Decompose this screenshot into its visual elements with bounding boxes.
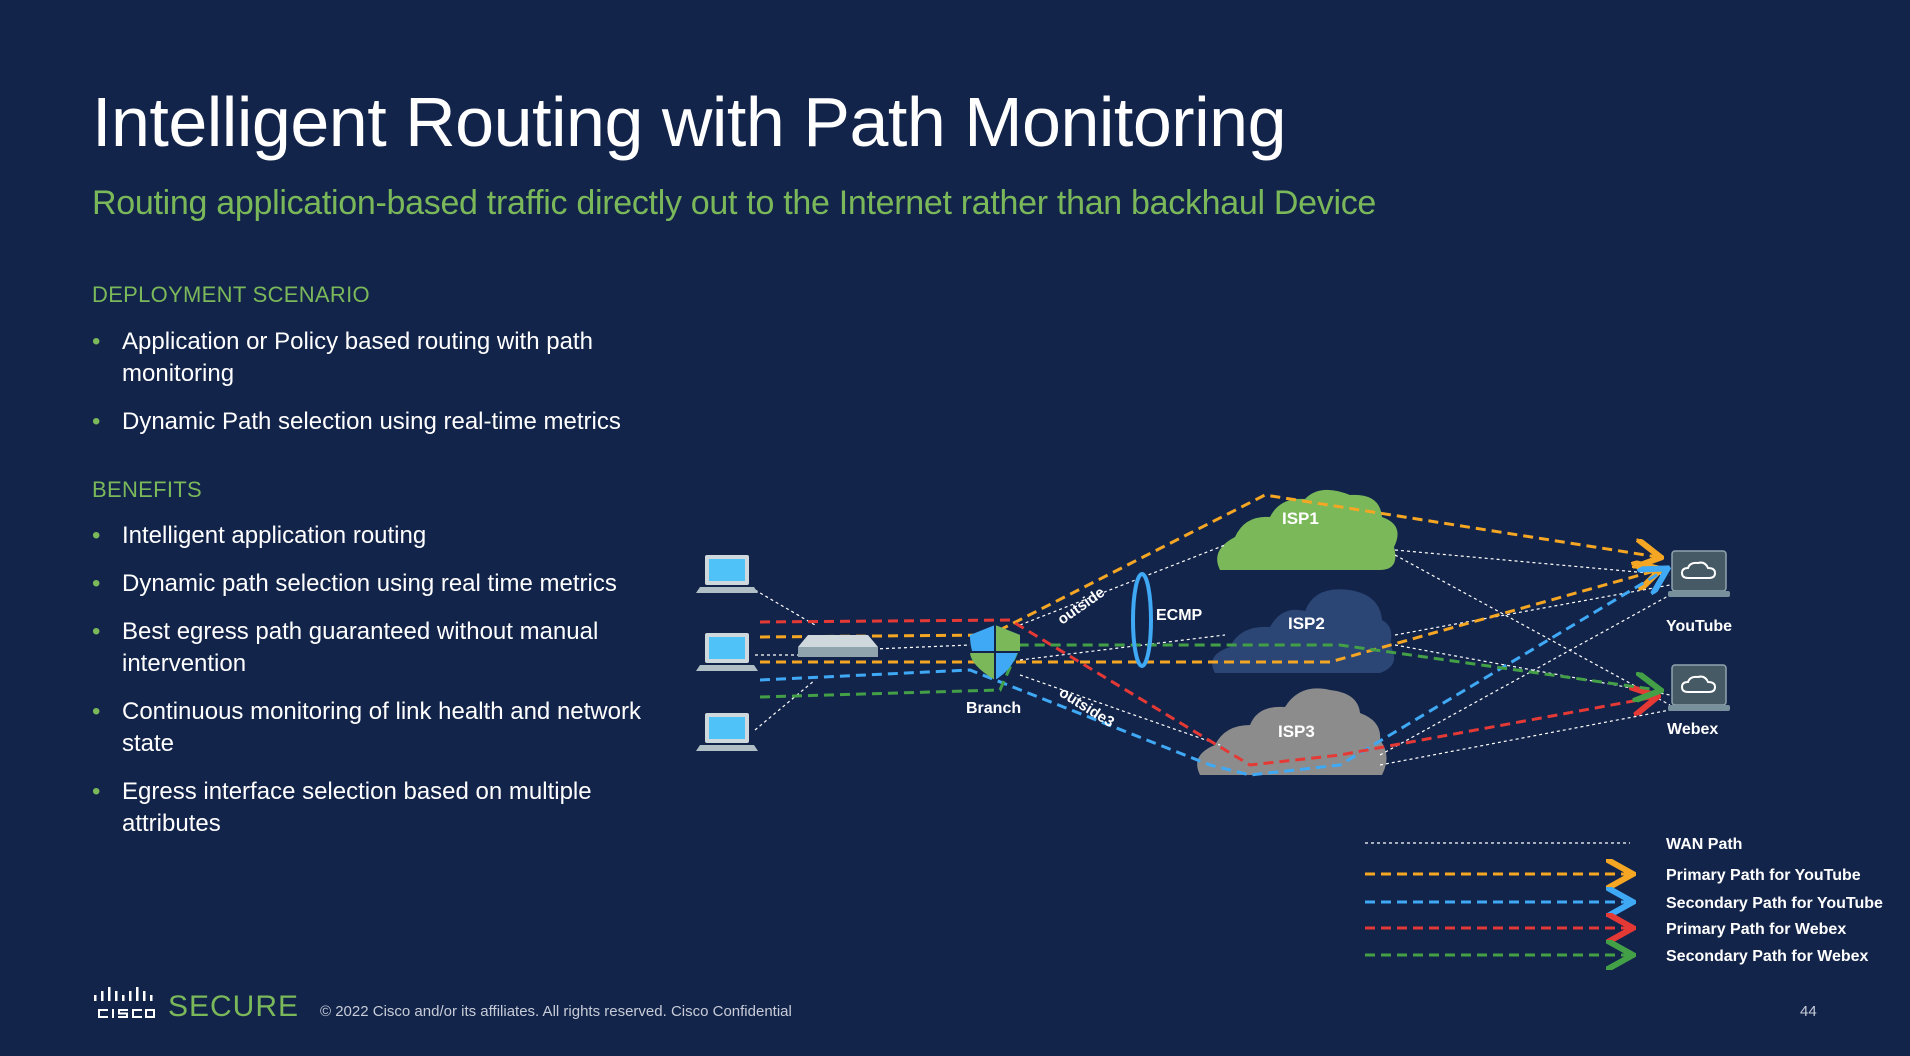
path-primary-webex [759, 618, 1655, 767]
webex-label: Webex [1667, 721, 1718, 738]
list-item: Application or Policy based routing with… [92, 326, 662, 390]
switch-icon [798, 635, 878, 657]
legend-secondary-youtube-label: Secondary Path for YouTube [1666, 895, 1883, 912]
page-number: 44 [1800, 1003, 1817, 1020]
youtube-monitor-icon [1668, 550, 1730, 597]
list-item: Dynamic path selection using real time m… [92, 568, 662, 600]
laptop-icon [696, 713, 758, 751]
path-primary-youtube [759, 493, 1658, 639]
legend-primary-webex-label: Primary Path for Webex [1666, 921, 1846, 938]
isp3-cloud [1197, 688, 1387, 775]
path-secondary-youtube [759, 570, 1665, 777]
list-item: Dynamic Path selection using real-time m… [92, 406, 662, 438]
firewall-shield-icon [970, 625, 1020, 680]
isp1-label: ISP1 [1282, 509, 1319, 528]
benefits-list: Intelligent application routing Dynamic … [92, 520, 662, 856]
benefits-heading: BENEFITS [92, 477, 202, 502]
youtube-label: YouTube [1666, 618, 1732, 635]
laptop-icon [696, 633, 758, 671]
footer-brand: SECURE [168, 990, 300, 1023]
list-item: Egress interface selection based on mult… [92, 776, 662, 840]
cisco-logo-icon [94, 987, 155, 1018]
network-diagram: Branch ECMP outside outside3 ISP1 ISP2 I… [696, 489, 1883, 975]
slide-title: Intelligent Routing with Path Monitoring [92, 83, 1287, 161]
list-item: Intelligent application routing [92, 520, 662, 552]
legend-wan-label: WAN Path [1666, 836, 1742, 853]
legend: WAN Path Primary Path for YouTube Second… [1365, 836, 1883, 965]
webex-monitor-icon [1668, 664, 1730, 711]
ecmp-label: ECMP [1156, 607, 1203, 624]
isp3-label: ISP3 [1278, 722, 1315, 741]
slide-subtitle: Routing application-based traffic direct… [92, 184, 1377, 222]
list-item: Best egress path guaranteed without manu… [92, 616, 662, 680]
ecmp-ring [1131, 572, 1153, 668]
interface-outside-label: outside [1055, 584, 1108, 629]
isp2-cloud [1212, 589, 1395, 673]
path-secondary-webex [759, 643, 1658, 697]
path-primary-youtube-alt [760, 570, 1658, 664]
footer-copyright: © 2022 Cisco and/or its affiliates. All … [320, 1003, 792, 1020]
legend-primary-youtube-label: Primary Path for YouTube [1666, 867, 1861, 884]
legend-secondary-webex-label: Secondary Path for Webex [1666, 948, 1869, 965]
branch-label: Branch [966, 700, 1021, 717]
wan-paths [754, 544, 1671, 766]
deployment-heading: DEPLOYMENT SCENARIO [92, 282, 370, 307]
laptop-icon [696, 555, 758, 593]
deployment-list: Application or Policy based routing with… [92, 326, 662, 454]
list-item: Continuous monitoring of link health and… [92, 696, 662, 760]
isp2-label: ISP2 [1288, 614, 1325, 633]
